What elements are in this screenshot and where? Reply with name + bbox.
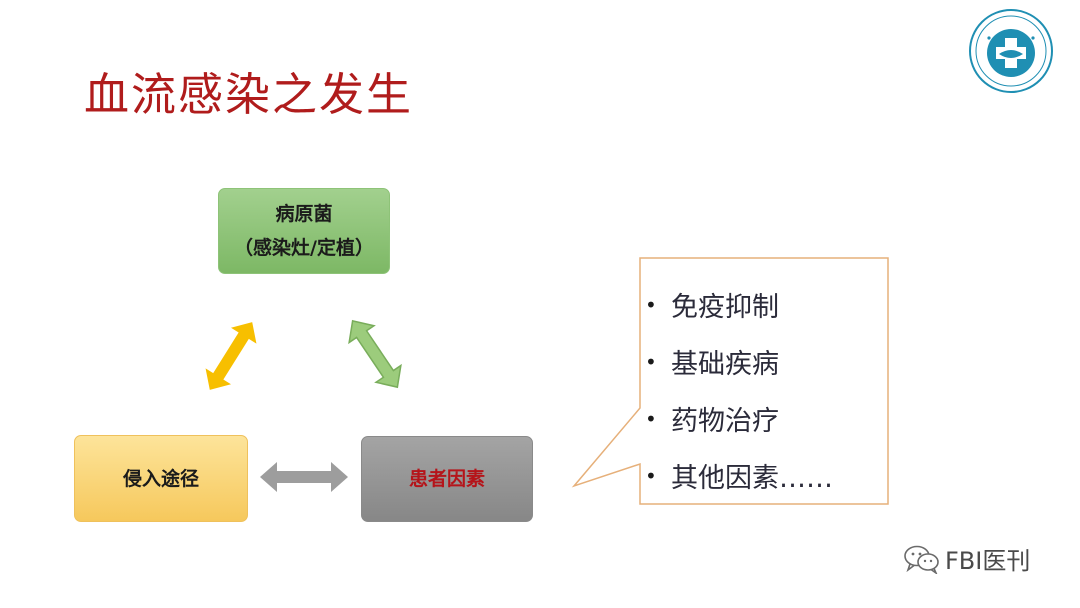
hospital-logo-icon <box>969 9 1053 93</box>
pathogen-label: 病原菌 <box>275 203 333 225</box>
route-label: 侵入途径 <box>122 467 199 490</box>
list-item-label: 药物治疗 <box>671 406 779 437</box>
bullet-icon: • <box>645 292 657 317</box>
watermark: FBI医刊 <box>903 541 1030 576</box>
bullet-icon: • <box>645 406 657 431</box>
pathogen-patient-arrow <box>348 319 402 389</box>
watermark-label: FBI医刊 <box>945 547 1031 575</box>
slide-title: 血流感染之发生 <box>84 68 414 121</box>
route-patient-arrow <box>260 462 348 492</box>
route-node: 侵入途径 <box>74 435 248 522</box>
list-item: • 基础疾病 <box>645 333 885 390</box>
pathogen-sublabel: （感染灶/定植） <box>234 237 374 259</box>
pathogen-node: 病原菌 （感染灶/定植） <box>218 188 390 274</box>
list-item-label: 其他因素…… <box>671 463 833 494</box>
list-item-label: 免疫抑制 <box>671 292 779 323</box>
bullet-icon: • <box>645 463 657 488</box>
list-item-label: 基础疾病 <box>671 349 779 380</box>
patient-factor-list: • 免疫抑制 • 基础疾病 • 药物治疗 • 其他因素…… <box>645 276 885 504</box>
callout-bubble <box>571 257 889 505</box>
list-item: • 其他因素…… <box>645 447 885 504</box>
patient-node: 患者因素 <box>361 436 533 522</box>
patient-label: 患者因素 <box>408 468 485 490</box>
pathogen-route-arrow <box>205 322 257 390</box>
bullet-icon: • <box>645 349 657 374</box>
list-item: • 免疫抑制 <box>645 276 885 333</box>
wechat-icon <box>904 545 939 574</box>
list-item: • 药物治疗 <box>645 390 885 447</box>
